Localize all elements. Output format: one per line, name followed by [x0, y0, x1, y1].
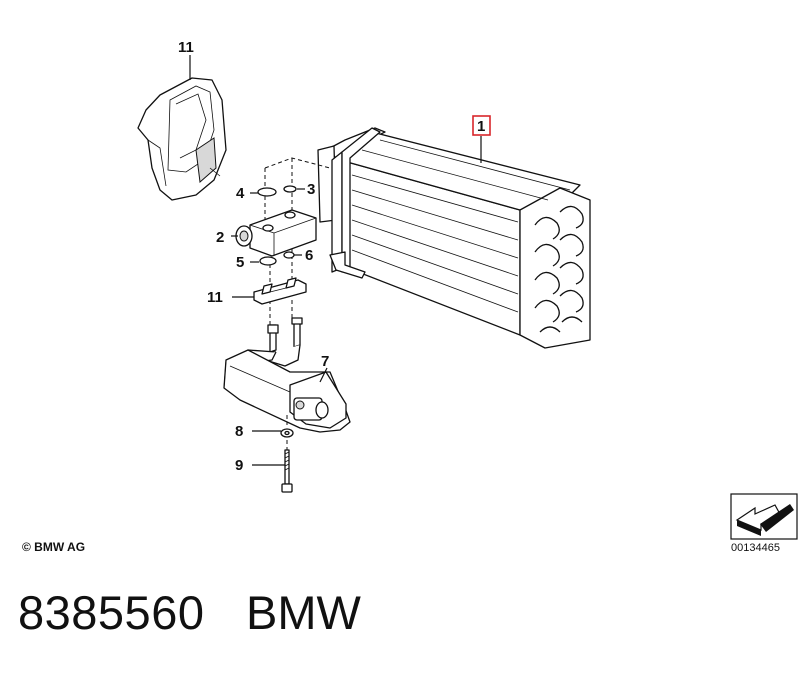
pipe-assembly-part [223, 317, 351, 433]
evaporator-part [317, 127, 591, 349]
callout-7: 7 [321, 353, 329, 370]
callout-3: 3 [307, 181, 315, 198]
housing-cover-part [137, 77, 227, 201]
washer-part [280, 428, 294, 438]
expansion-valve-part [235, 209, 317, 257]
o-ring-5-part [259, 256, 277, 266]
callout-2: 2 [216, 229, 224, 246]
part-number: 8385560 [18, 586, 205, 639]
callout-4: 4 [236, 185, 245, 202]
callout-11: 11 [207, 289, 223, 306]
o-ring-6-part [283, 251, 295, 259]
arrow-nav-icon[interactable] [730, 493, 798, 540]
o-ring-4-part [257, 187, 277, 197]
mounting-plate-part [253, 277, 307, 305]
callout-10: 11 [178, 39, 194, 56]
callout-5: 5 [236, 254, 244, 271]
o-ring-3-part [283, 185, 297, 193]
callout-1-highlight-box [472, 115, 491, 136]
callout-8: 8 [235, 423, 243, 440]
diagram-number: 00134465 [731, 542, 780, 554]
callout-1: 1 [477, 118, 485, 135]
callout-9: 9 [235, 457, 243, 474]
copyright-label: © BMW AG [22, 540, 86, 554]
callout-6: 6 [305, 247, 313, 264]
brand-name: BMW [246, 586, 361, 639]
bolt-part [281, 449, 293, 493]
